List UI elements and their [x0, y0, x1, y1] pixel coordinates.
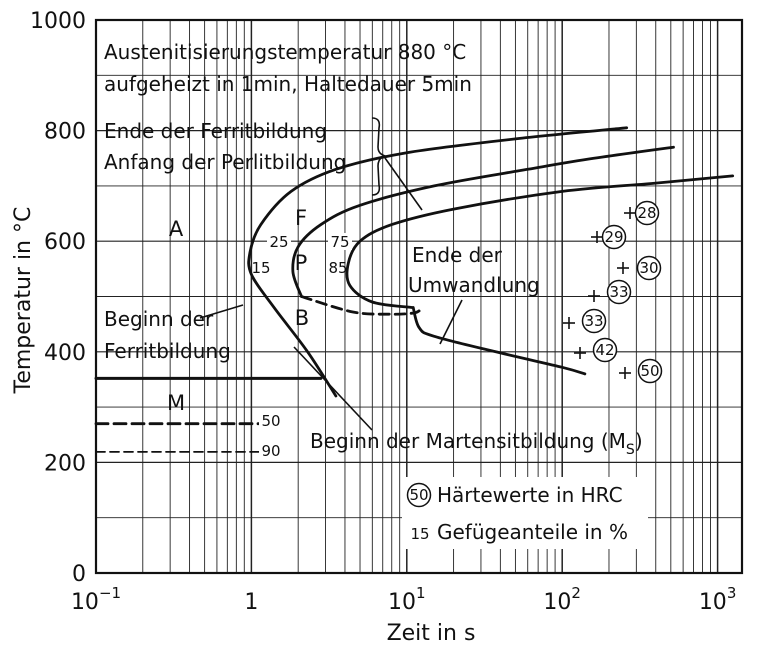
hardness-circle: [592, 337, 618, 363]
hardness-value: 28: [637, 204, 656, 222]
transformation-end-label-1: Ende der: [412, 243, 503, 267]
axis-tick-labels: 0 200 400 600 800 1000 10−1 1 101 102 103: [30, 9, 736, 615]
x-axis-label: Zeit in s: [387, 621, 476, 646]
martensite-start-leader: [293, 346, 373, 431]
y-axis-label: Temperatur in °C: [11, 207, 36, 395]
martensite-start-label: Beginn der Martensitbildung (MS): [310, 429, 643, 458]
ferrite-start-label-1: Beginn der: [104, 307, 214, 331]
pct-25-bg: [267, 233, 291, 250]
ferrite-end-brace: [371, 117, 388, 196]
region-label-martensite: M: [167, 391, 185, 415]
transformation-end-label-2: Umwandlung: [408, 273, 540, 297]
legend-bg: [402, 477, 648, 549]
y-tick-label: 600: [44, 230, 86, 255]
transformation-end-leader: [439, 299, 463, 345]
hardness-circle: [636, 255, 662, 281]
y-tick-label: 1000: [30, 9, 86, 34]
pct-label-25: 25: [269, 233, 288, 251]
pct-90-bg: [259, 442, 283, 459]
curve-bainite-end: [411, 306, 587, 376]
hardness-value: 33: [584, 312, 603, 330]
hardness-circle: [634, 200, 660, 226]
region-label-pearlite: P: [295, 251, 308, 275]
curve-transformation-end: [345, 174, 735, 309]
hardness-value: 50: [640, 362, 659, 380]
pct-50-bg: [259, 412, 283, 429]
pct-label-50: 50: [261, 412, 280, 430]
ferrite-start-label-2: Ferritbildung: [104, 339, 231, 363]
legend-fraction-symbol: 15: [410, 525, 429, 543]
ferrite-start-leader: [199, 304, 244, 319]
pct-75-bg: [328, 233, 352, 250]
y-tick-label: 400: [44, 341, 86, 366]
ferrite-end-label-2: Anfang der Perlitbildung: [104, 150, 346, 174]
ferrite-end-label-1: Ende der Ferritbildung: [104, 119, 327, 143]
hardness-value: 30: [639, 259, 658, 277]
transformation-curves: [94, 126, 735, 453]
x-tick-label: 10−1: [71, 584, 121, 615]
legend-hardness-circle: [406, 482, 432, 508]
hardness-circle: [606, 279, 632, 305]
curve-pearlite-start: [291, 145, 675, 298]
legend-hardness-text: Härtewerte in HRC: [437, 483, 623, 507]
y-tick-label: 800: [44, 120, 86, 145]
region-label-bainite: B: [295, 306, 309, 330]
pct-label-85: 85: [328, 259, 347, 277]
hardness-value: 29: [604, 228, 623, 246]
y-tick-label: 0: [72, 562, 86, 587]
pct-label-75: 75: [330, 233, 349, 251]
header-line-1: Austenitisierungstemperatur 880 °C: [104, 40, 466, 64]
curve-ferrite-start: [247, 126, 629, 398]
pct-label-90: 90: [261, 442, 280, 460]
hardness-value: 33: [609, 283, 628, 301]
curve-bainite-region-dashed: [300, 295, 421, 316]
x-tick-label: 103: [699, 584, 737, 615]
ferrite-end-leader: [384, 157, 423, 211]
x-tick-label: 102: [543, 584, 581, 615]
header-line-2: aufgeheizt in 1min, Haltedauer 5min: [104, 72, 472, 96]
hardness-circle: [637, 358, 663, 384]
pct-label-15: 15: [251, 259, 270, 277]
y-tick-label: 200: [44, 451, 86, 476]
legend-fraction-text: Gefügeanteile in %: [437, 520, 628, 544]
x-tick-label: 101: [388, 584, 426, 615]
region-label-austenite: A: [169, 217, 184, 241]
hardness-markers: 28 29 30 33 33 42 50: [563, 200, 663, 384]
legend-hardness-symbol: 50: [409, 486, 428, 504]
hardness-circle: [601, 224, 627, 250]
x-tick-label: 1: [244, 590, 258, 615]
hardness-value: 42: [595, 341, 614, 359]
plot-frame: [94, 18, 744, 575]
region-label-ferrite: F: [295, 206, 307, 230]
hardness-circle: [581, 308, 607, 334]
